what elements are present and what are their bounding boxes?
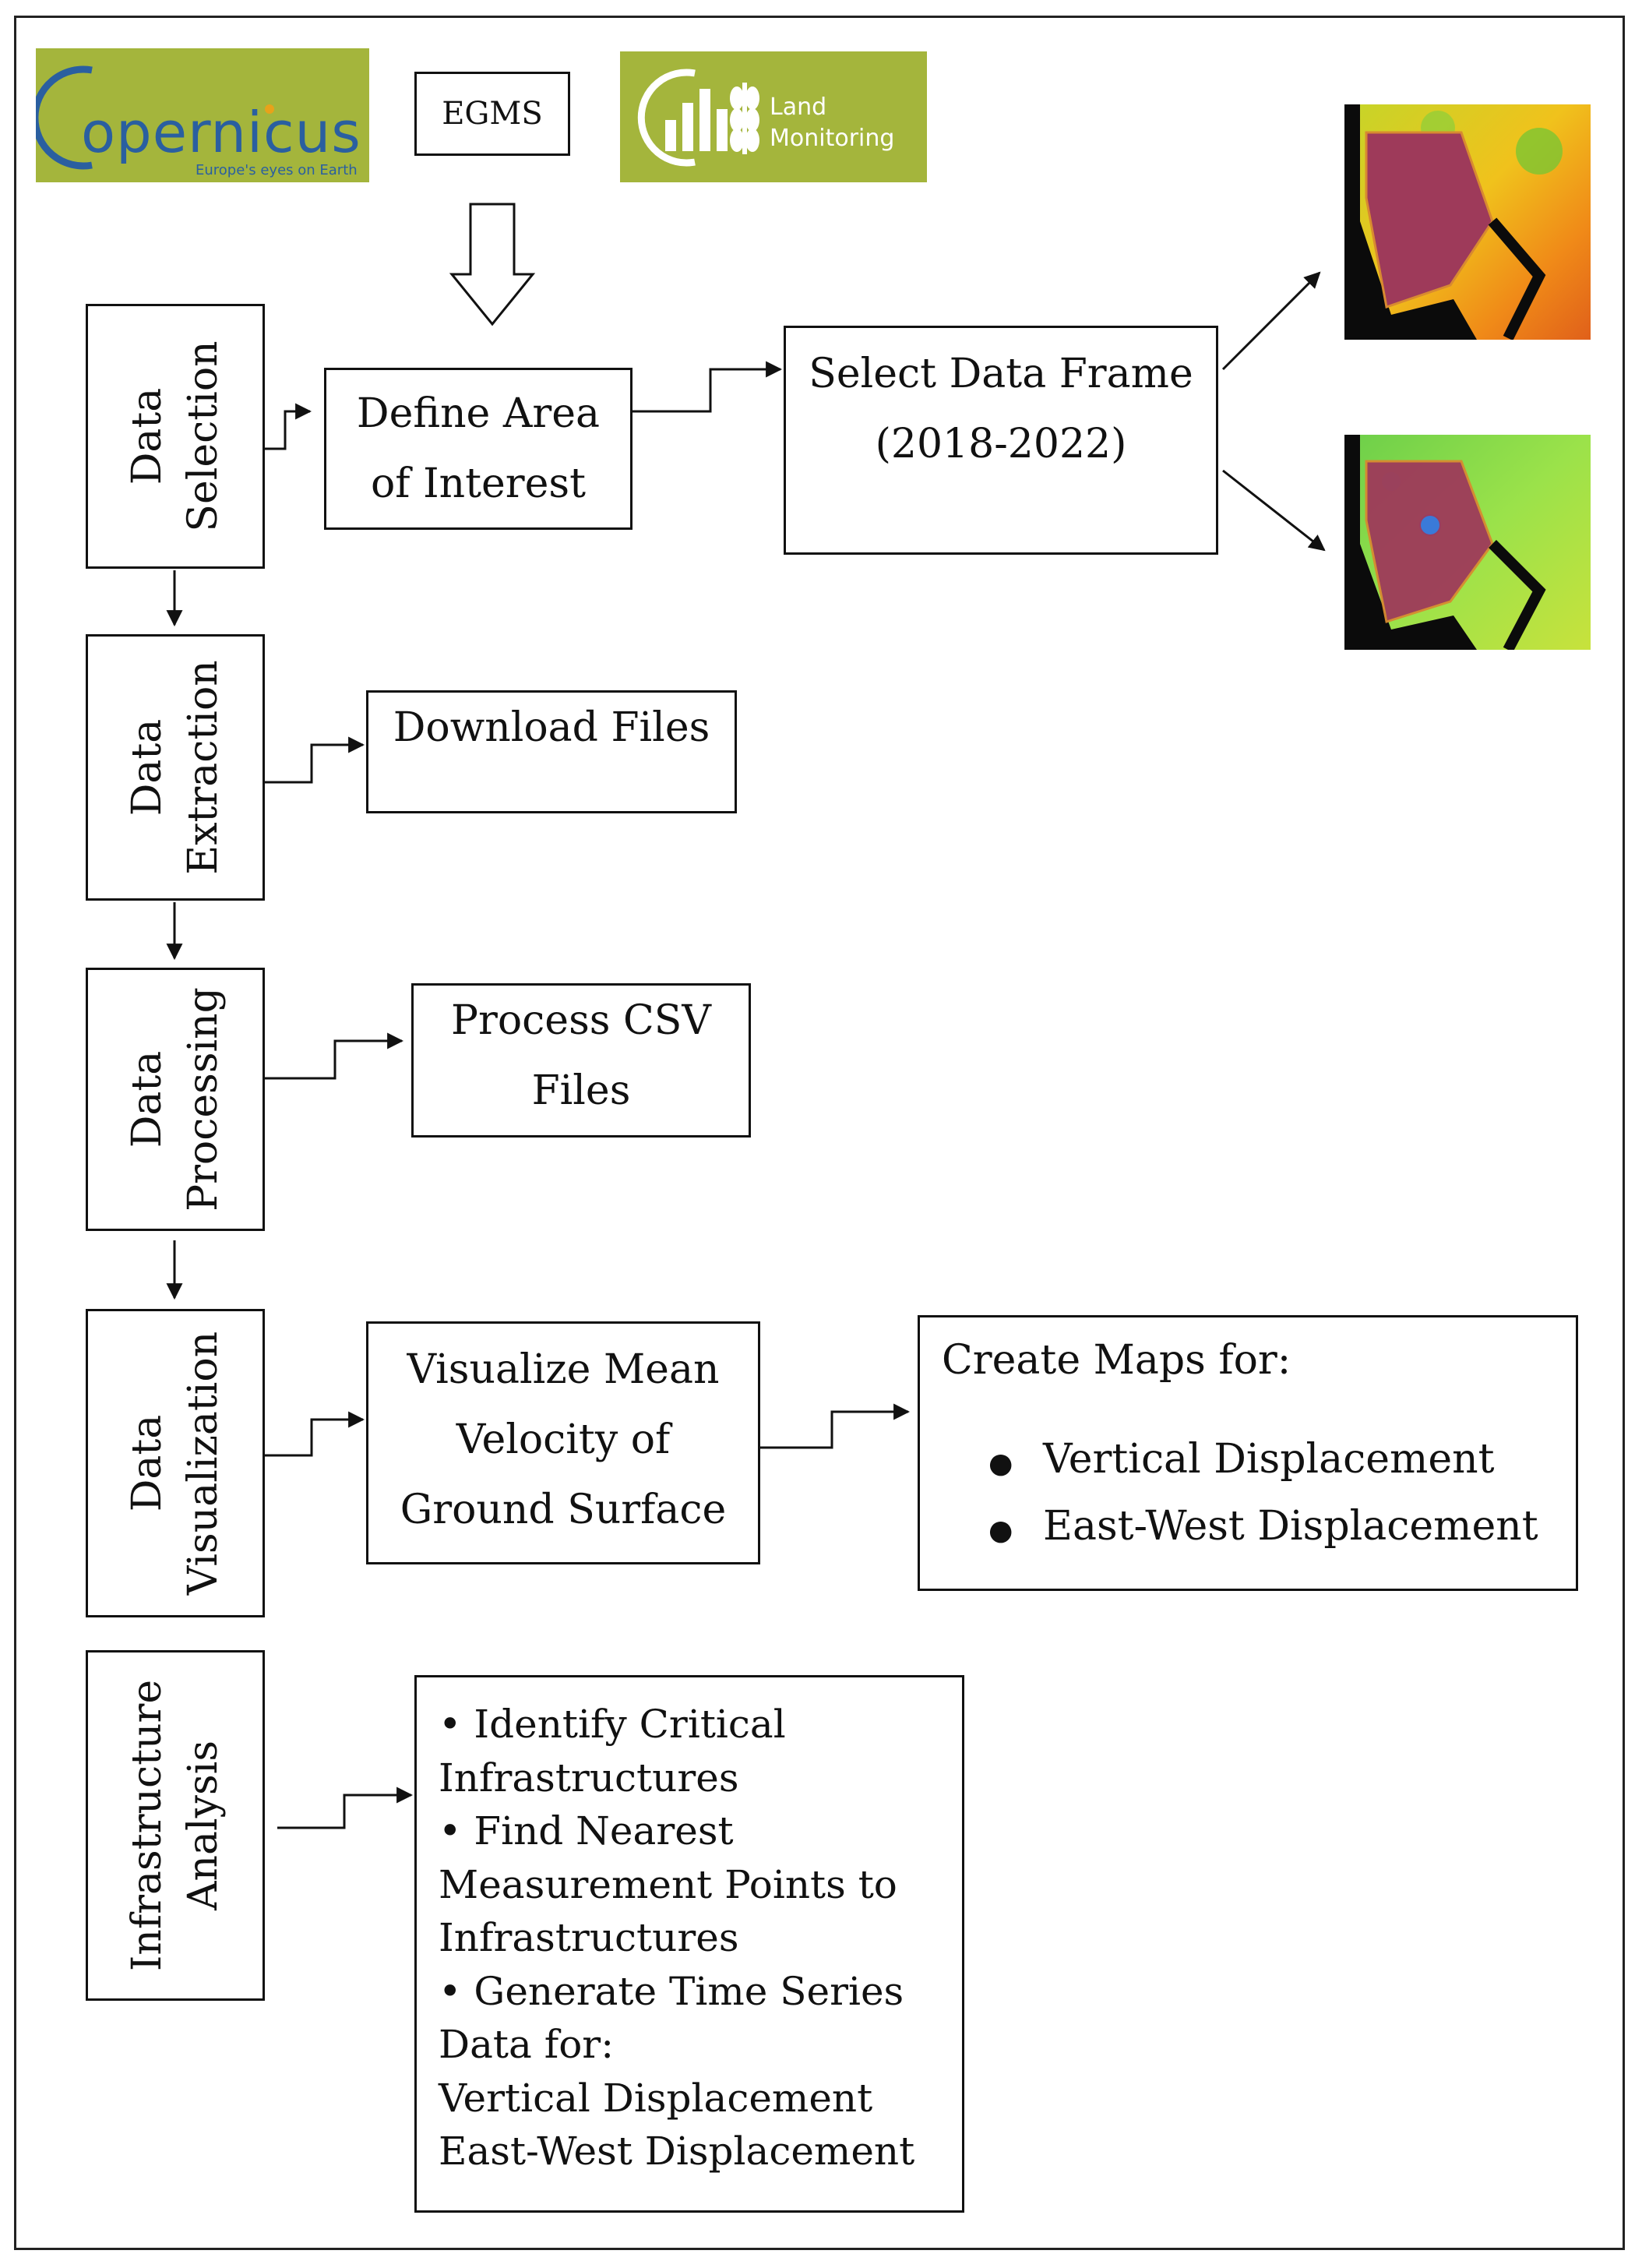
east-west-displacement-map-thumbnail bbox=[1344, 435, 1591, 650]
infra-line: • Generate Time Series bbox=[439, 1968, 904, 2014]
select-frame-line1: Select Data Frame bbox=[809, 351, 1193, 397]
bullet-icon: ● bbox=[988, 1448, 1013, 1480]
connector-extraction-to-download bbox=[265, 736, 365, 784]
connector-aoi-to-frame bbox=[632, 361, 783, 413]
diagram-frame bbox=[14, 16, 1625, 2250]
egms-box: EGMS bbox=[414, 72, 570, 156]
infra-line: Data for: bbox=[439, 2022, 615, 2067]
process-csv-line2: Files bbox=[531, 1067, 631, 1114]
visualize-mean-velocity-box: Visualize Mean Velocity of Ground Surfac… bbox=[366, 1321, 760, 1564]
land-monitoring-mark-icon bbox=[637, 69, 759, 167]
define-area-of-interest-box: Define Area of Interest bbox=[324, 368, 632, 530]
vertical-displacement-map-thumbnail bbox=[1344, 104, 1591, 340]
hollow-down-arrow-icon bbox=[449, 203, 536, 326]
create-maps-heading: Create Maps for: bbox=[942, 1337, 1291, 1384]
define-aoi-line1: Define Area bbox=[356, 390, 601, 437]
select-frame-line2: (2018-2022) bbox=[875, 421, 1127, 467]
connector-visualization-to-velocity bbox=[265, 1411, 365, 1457]
copernicus-logo: opernicus Europe's eyes on Earth bbox=[36, 48, 369, 182]
download-files-box: Download Files bbox=[366, 690, 737, 813]
connector-processing-to-csv bbox=[265, 1032, 404, 1080]
connector-frame-to-eastwest-map bbox=[1222, 469, 1326, 552]
stage-data-processing: Data Processing bbox=[86, 968, 265, 1231]
create-maps-item-label: Vertical Displacement bbox=[1043, 1436, 1495, 1483]
visualize-line3: Ground Surface bbox=[400, 1487, 727, 1533]
connector-infrastructure-to-tasks bbox=[277, 1787, 414, 1829]
copernicus-tagline: Europe's eyes on Earth bbox=[196, 162, 358, 178]
egms-label: EGMS bbox=[442, 96, 543, 132]
infra-line: Vertical Displacement bbox=[439, 2075, 873, 2121]
create-maps-list: ● Vertical Displacement ● East-West Displa… bbox=[988, 1428, 1538, 1562]
land-monitoring-text: Land Monitoring bbox=[770, 92, 894, 154]
land-monitoring-line1: Land bbox=[770, 93, 827, 121]
create-maps-item: ● Vertical Displacement bbox=[988, 1428, 1538, 1495]
stage-data-visualization: Data Visualization bbox=[86, 1309, 265, 1617]
infra-line: Infrastructures bbox=[439, 1755, 739, 1801]
connector-velocity-to-maps bbox=[760, 1403, 911, 1449]
download-files-label: Download Files bbox=[393, 704, 710, 751]
process-csv-line1: Process CSV bbox=[451, 997, 711, 1044]
stage-data-extraction: Data Extraction bbox=[86, 634, 265, 901]
infra-line: Infrastructures bbox=[439, 1915, 739, 1960]
stage-data-selection: Data Selection bbox=[86, 304, 265, 569]
connector-frame-to-vertical-map bbox=[1221, 271, 1321, 371]
visualize-line1: Visualize Mean bbox=[407, 1346, 720, 1393]
bullet-icon: ● bbox=[988, 1515, 1013, 1547]
define-aoi-line2: of Interest bbox=[370, 460, 586, 507]
stage-infrastructure-analysis: Infrastructure Analysis bbox=[86, 1650, 265, 2001]
land-monitoring-line2: Monitoring bbox=[770, 125, 895, 152]
infra-line: • Find Nearest bbox=[439, 1808, 734, 1854]
process-csv-files-box: Process CSV Files bbox=[411, 983, 751, 1138]
infra-line: Measurement Points to bbox=[439, 1861, 897, 1907]
land-monitoring-logo: Land Monitoring bbox=[620, 51, 927, 182]
infrastructure-tasks-box: • Identify Critical Infrastructures • Fi… bbox=[414, 1675, 964, 2213]
infra-line: East-West Displacement bbox=[439, 2129, 915, 2174]
copernicus-wordmark: opernicus bbox=[81, 100, 361, 165]
create-maps-item-label: East-West Displacement bbox=[1043, 1503, 1538, 1550]
copernicus-c-mark-icon bbox=[36, 65, 274, 170]
visualize-line2: Velocity of bbox=[456, 1416, 671, 1463]
create-maps-box: Create Maps for: ● Vertical Displacement … bbox=[918, 1315, 1578, 1591]
infra-line: • Identify Critical bbox=[439, 1702, 786, 1747]
select-data-frame-box: Select Data Frame (2018-2022) bbox=[784, 326, 1218, 555]
create-maps-item: ● East-West Displacement bbox=[988, 1495, 1538, 1562]
connector-selection-to-aoi bbox=[265, 403, 312, 450]
